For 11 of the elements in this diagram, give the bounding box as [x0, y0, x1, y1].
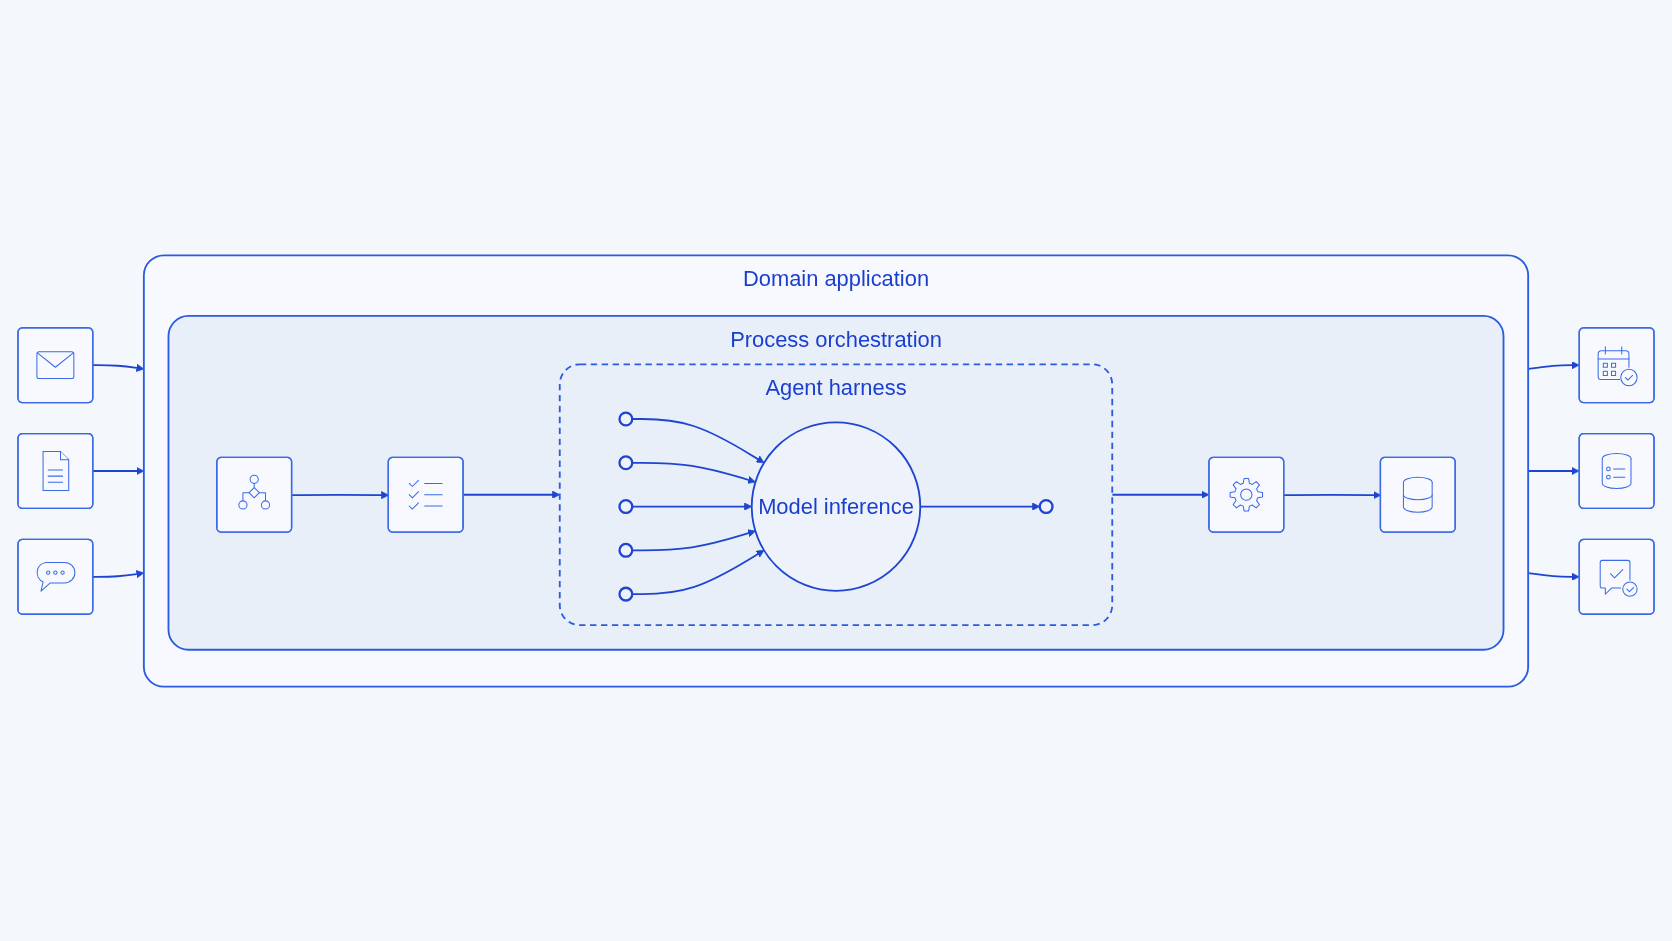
arrow: [631, 528, 756, 551]
node-circle: Model inference: [750, 420, 922, 592]
node-circle: [618, 411, 634, 427]
arrow: [631, 417, 765, 463]
node-circle: [618, 586, 634, 602]
node-circle: [1038, 498, 1054, 514]
node-circle: [618, 542, 634, 558]
arrow: [631, 461, 756, 484]
node-circle: [618, 454, 634, 470]
node-circle: [618, 498, 634, 514]
arrow: [631, 549, 765, 595]
